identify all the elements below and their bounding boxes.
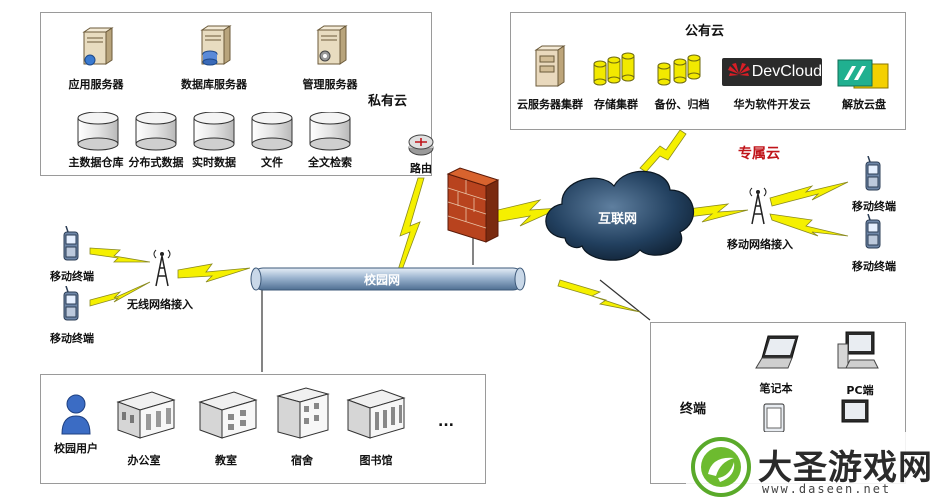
server-label-app: 应用服务器 <box>68 78 124 91</box>
wireless-access-label: 无线网络接入 <box>127 298 193 311</box>
firewall-graphic <box>446 167 500 243</box>
database-cylinder-icon <box>77 112 119 151</box>
antenna-icon <box>749 187 767 225</box>
campus-drop-lines <box>261 238 651 372</box>
watermark-url: www.daseen.net <box>762 482 892 496</box>
cloud-disk-icon <box>837 59 889 89</box>
devcloud-logo-text: DevCloud <box>751 63 822 80</box>
server-icon <box>82 27 114 66</box>
watermark-brand: 大圣游戏网 <box>758 448 933 488</box>
server-cluster-icon <box>534 45 566 87</box>
devcloud-logo: DevCloud <box>722 58 822 86</box>
storage-label-main: 主数据仓库 <box>68 156 124 169</box>
router-label: 路由 <box>410 162 432 175</box>
campus-network-label: 校园网 <box>364 273 401 287</box>
storage-label-search: 全文检索 <box>308 156 352 169</box>
pc-label: PC端 <box>846 384 874 397</box>
database-cylinder-icon <box>193 112 235 151</box>
antenna-icon <box>153 249 171 287</box>
lightning-bolts <box>89 129 849 313</box>
user-icon <box>61 394 91 435</box>
database-server-icon <box>200 25 232 66</box>
pc-icon <box>837 331 879 369</box>
tablet-icon <box>763 403 785 432</box>
database-cylinder-icon <box>251 112 293 151</box>
campus-buildings-panel <box>40 374 486 484</box>
laptop-label: 笔记本 <box>759 382 793 395</box>
mobile-phone-icon <box>63 286 79 321</box>
server-label-db: 数据库服务器 <box>181 78 247 91</box>
office-building-icon <box>116 391 176 439</box>
storage-label-realtime: 实时数据 <box>192 156 236 169</box>
storage-label-distributed: 分布式数据 <box>128 156 184 169</box>
mobile-terminal-label-1: 移动终端 <box>852 200 896 213</box>
mobile-access-label: 移动网络接入 <box>727 238 793 251</box>
public-label-backup: 备份、归档 <box>654 98 710 111</box>
dormitory-building-icon <box>276 387 330 439</box>
campus-user-label: 校园用户 <box>54 442 98 455</box>
mobile-terminal-label-2: 移动终端 <box>852 260 896 273</box>
public-label-devcloud: 华为软件开发云 <box>733 98 811 111</box>
watermark-logo-icon <box>691 437 751 497</box>
dormitory-label: 宿舍 <box>291 454 313 467</box>
office-label: 办公室 <box>127 454 161 467</box>
storage-label-files: 文件 <box>261 156 283 169</box>
public-label-servers: 云服务器集群 <box>517 98 583 111</box>
private-cloud-title: 私有云 <box>368 94 408 109</box>
campus-network-tube <box>250 267 526 291</box>
classroom-building-icon <box>198 391 258 439</box>
mobile-phone-icon <box>63 226 79 261</box>
mobile-phone-icon <box>865 214 881 249</box>
internet-label: 互联网 <box>598 212 638 227</box>
terminals-title: 终端 <box>680 402 707 417</box>
database-cylinder-icon <box>135 112 177 151</box>
backup-archive-icon <box>657 54 701 86</box>
storage-cluster-icon <box>593 52 635 86</box>
public-cloud-title: 公有云 <box>685 24 725 39</box>
mobile-phone-icon <box>865 156 881 191</box>
wireless-terminal-label-1: 移动终端 <box>50 270 94 283</box>
wireless-terminal-label-2: 移动终端 <box>50 332 94 345</box>
public-label-clouddisk: 解放云盘 <box>842 98 886 111</box>
public-label-storage: 存储集群 <box>594 98 638 111</box>
monitor-icon <box>841 399 869 423</box>
storage-cylinders <box>77 112 351 151</box>
more-buildings-ellipsis: ... <box>438 414 454 430</box>
router-icon <box>408 134 434 156</box>
laptop-icon <box>755 335 799 369</box>
dedicated-cloud-title: 专属云 <box>738 146 780 162</box>
huawei-flower-icon <box>728 63 750 76</box>
management-server-icon <box>316 25 348 65</box>
database-cylinder-icon <box>309 112 351 151</box>
internet-cloud <box>545 170 695 261</box>
library-label: 图书馆 <box>359 454 393 467</box>
library-building-icon <box>346 389 406 439</box>
classroom-label: 教室 <box>215 454 237 467</box>
server-label-mgmt: 管理服务器 <box>302 78 358 91</box>
